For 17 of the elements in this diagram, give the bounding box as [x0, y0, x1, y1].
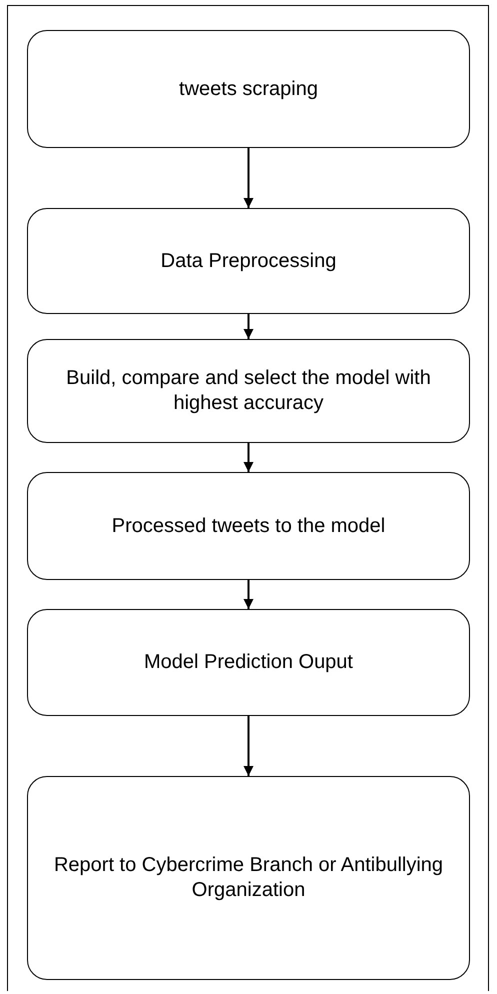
arrow: [244, 443, 254, 472]
step-text: Processed tweets to the model: [112, 514, 386, 538]
process-box: [27, 208, 470, 314]
process-box: [27, 609, 470, 716]
arrow: [244, 580, 254, 609]
step-text: tweets scraping: [179, 76, 318, 102]
step-text: Report to Cybercrime Branch or Antibullying Organization: [52, 853, 444, 903]
process-box: [27, 30, 470, 148]
arrow: [244, 716, 254, 776]
process-box: [27, 339, 470, 443]
arrow: [244, 148, 254, 208]
process-box: [27, 472, 470, 580]
arrow: [244, 314, 254, 339]
step-text: Build, compare and select the model with highest accuracy: [65, 366, 432, 416]
step-text: Model Prediction Ouput: [144, 650, 353, 675]
step-text: Data Preprocessing: [160, 248, 336, 274]
process-box: [27, 776, 470, 980]
